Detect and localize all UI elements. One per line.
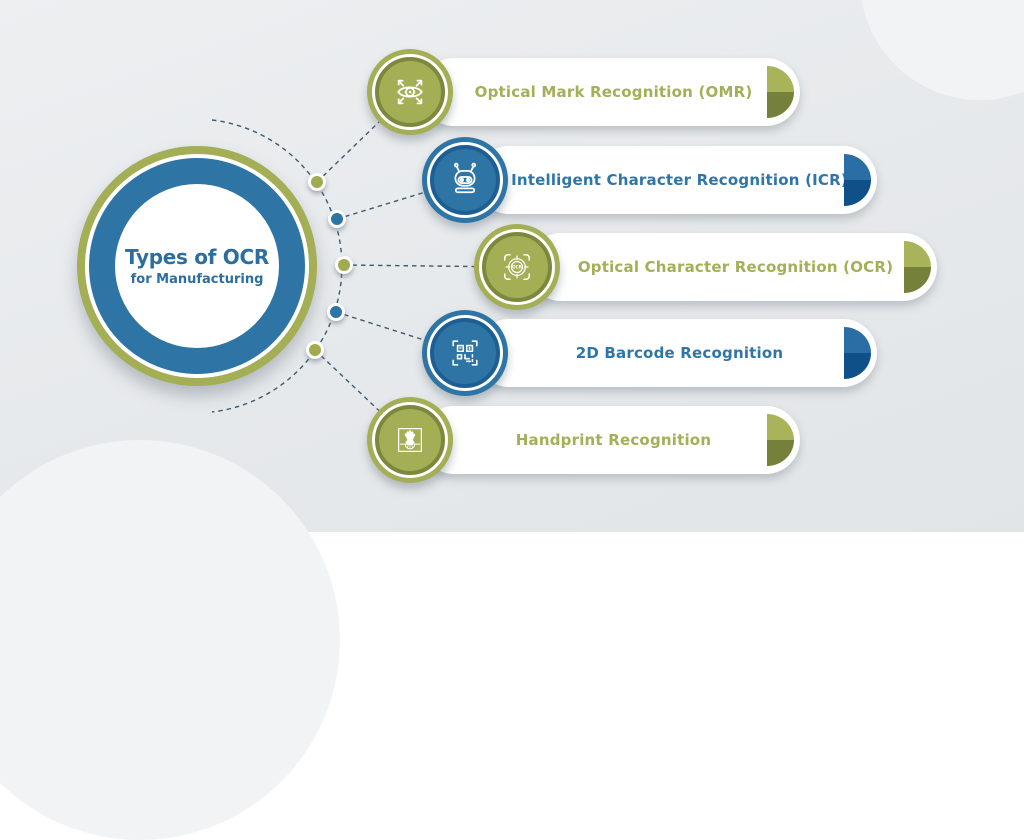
arc-dot [308,173,326,191]
dashed-connector [343,264,518,268]
arc-dot [328,210,346,228]
arc-dot [335,256,353,274]
page-title: Types of OCR [125,245,269,269]
arc-dot [327,303,345,321]
dashed-connector [314,349,411,441]
dashed-connector [316,91,411,183]
central-hub: Types of OCR for Manufacturing [77,146,317,386]
arc-dot [306,341,324,359]
dashed-connector [336,179,466,220]
page-subtitle: for Manufacturing [130,272,264,287]
dashed-connector [335,311,466,354]
